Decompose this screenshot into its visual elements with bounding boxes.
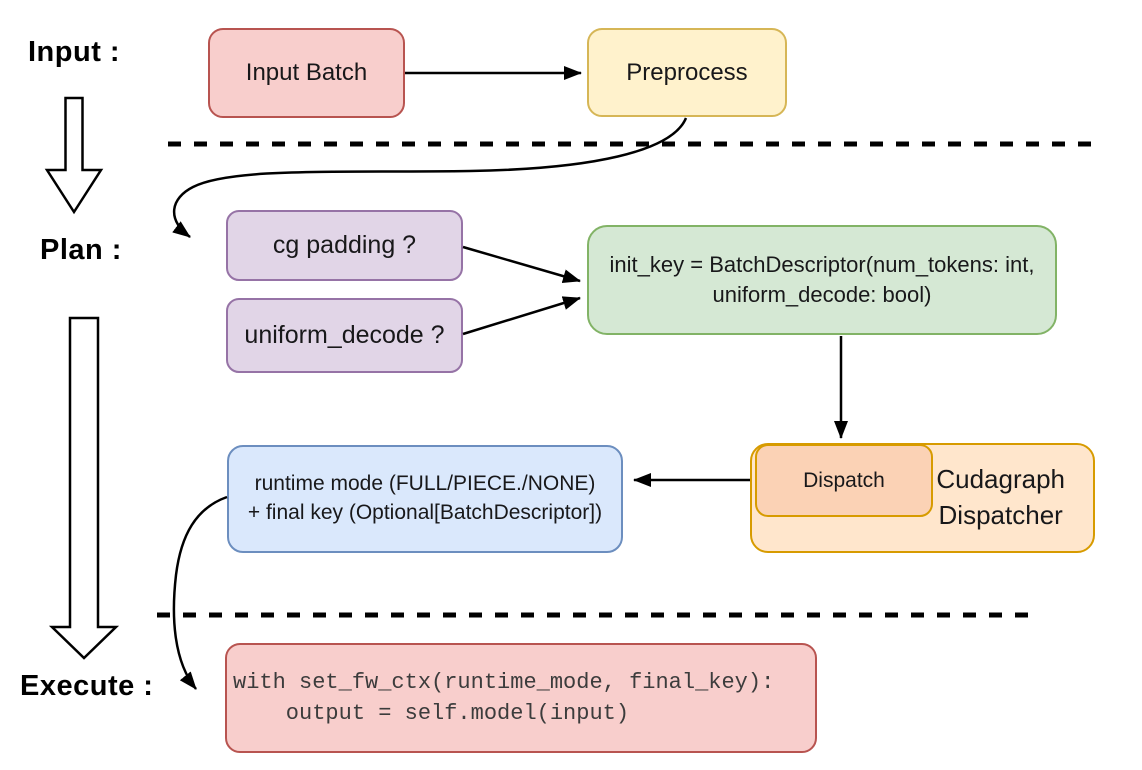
stage-label-plan: Plan : xyxy=(40,234,122,266)
node-input-batch: Input Batch xyxy=(208,28,405,118)
connector-uniformdecode-initkey xyxy=(462,296,581,336)
node-preprocess-label: Preprocess xyxy=(626,58,748,86)
node-runtime-result: runtime mode (FULL/PIECE./NONE) + final … xyxy=(227,445,623,553)
node-input-batch-label: Input Batch xyxy=(245,59,368,86)
node-uniform-decode: uniform_decode ? xyxy=(226,298,463,373)
node-preprocess: Preprocess xyxy=(587,28,787,117)
node-execute-code: with set_fw_ctx(runtime_mode, final_key)… xyxy=(225,643,817,753)
node-uniform-decode-label: uniform_decode ? xyxy=(244,321,445,349)
connector-runtime-execute xyxy=(172,495,228,690)
node-cg-padding-label: cg padding ? xyxy=(272,231,417,259)
node-cudagraph-dispatcher-label: Cudagraph Dispatcher xyxy=(936,464,1065,530)
node-dispatch: Dispatch xyxy=(755,444,933,517)
node-dispatch-label: Dispatch xyxy=(803,468,885,492)
node-init-key: init_key = BatchDescriptor(num_tokens: i… xyxy=(587,225,1057,335)
stage-label-input: Input : xyxy=(28,36,121,68)
plan-stage-arrow-icon xyxy=(48,316,120,660)
connector-cgpadding-initkey xyxy=(462,245,581,283)
node-cg-padding: cg padding ? xyxy=(226,210,463,281)
node-execute-code-text: with set_fw_ctx(runtime_mode, final_key)… xyxy=(233,669,775,726)
stage-label-execute: Execute : xyxy=(20,670,154,702)
input-stage-arrow-icon xyxy=(44,96,104,215)
node-init-key-label: init_key = BatchDescriptor(num_tokens: i… xyxy=(609,251,1035,307)
node-runtime-result-label: runtime mode (FULL/PIECE./NONE) + final … xyxy=(247,472,603,524)
